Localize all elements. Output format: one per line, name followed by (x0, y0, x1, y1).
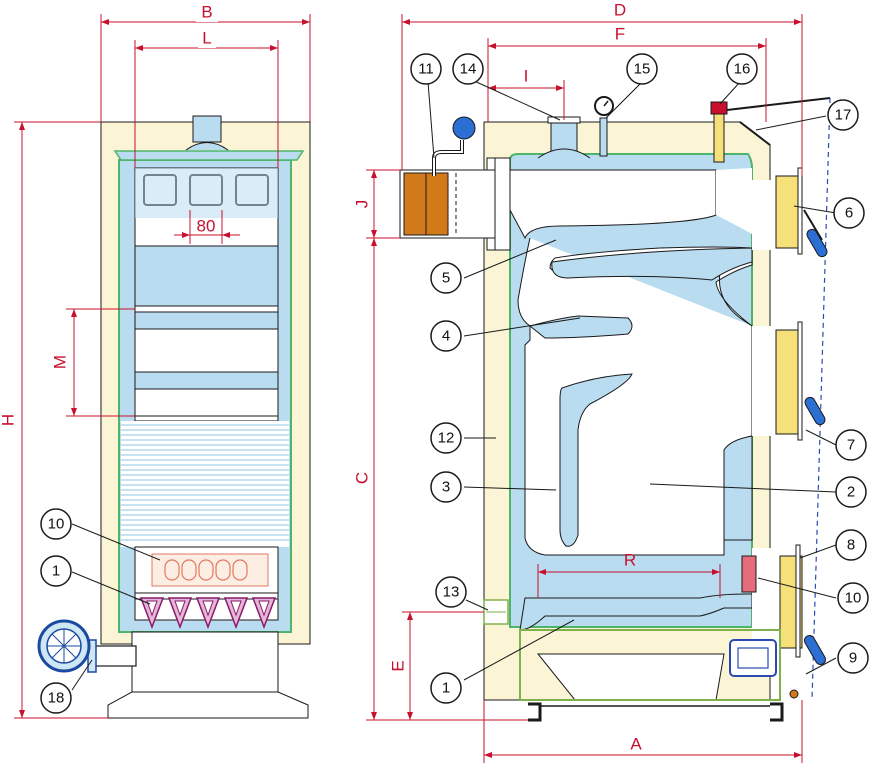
thermostat-sensor (713, 111, 725, 163)
tube-bundle (121, 421, 289, 547)
callout-4: 4 (442, 328, 450, 345)
dim-label-D: D (614, 1, 626, 20)
dim-label-F: F (615, 25, 625, 44)
callout-16: 16 (734, 61, 751, 78)
sensor-bulb (452, 116, 476, 140)
callout-17: 17 (835, 107, 852, 124)
callout-15: 15 (634, 61, 651, 78)
callout-1-front: 1 (52, 563, 60, 580)
callout-10-side: 10 (845, 590, 862, 607)
callout-5: 5 (442, 270, 450, 287)
dim-label-I: I (524, 67, 529, 86)
callout-14: 14 (460, 61, 477, 78)
callout-2: 2 (847, 484, 855, 501)
front-top-nozzle (192, 115, 222, 143)
callout-6: 6 (845, 205, 853, 222)
dim-label-E: E (389, 660, 408, 671)
leader-lines (71, 79, 837, 691)
callout-18: 18 (48, 690, 65, 707)
baffle-3 (559, 373, 633, 547)
heating-element-front (151, 553, 269, 587)
dim-label-H: H (0, 414, 18, 426)
front-view (37, 115, 311, 719)
callout-10-front: 10 (48, 516, 65, 533)
callout-7: 7 (847, 437, 855, 454)
section-view (399, 97, 831, 722)
blower-fan (37, 619, 137, 673)
dim-label-L: L (202, 29, 211, 48)
door-middle (775, 321, 826, 441)
callout-11: 11 (418, 61, 434, 78)
callout-8: 8 (847, 537, 855, 554)
callout-3: 3 (442, 479, 450, 496)
dim-label-80: 80 (197, 217, 216, 236)
grate-channel (519, 593, 753, 631)
front-base (107, 691, 309, 719)
door-lower (741, 544, 826, 666)
dim-label-R: R (624, 551, 636, 570)
callout-1-side: 1 (442, 680, 450, 697)
dim-label-M: M (51, 355, 70, 369)
baffle-5 (551, 247, 753, 281)
callout-9: 9 (849, 650, 857, 667)
dim-label-C: C (353, 472, 372, 484)
door-upper (775, 167, 828, 258)
dim-label-A: A (630, 735, 642, 754)
callout-12: 12 (438, 430, 455, 447)
front-ash-pit (131, 631, 279, 693)
callout-circles (40, 53, 869, 714)
dim-label-J: J (353, 200, 372, 209)
ash-pit (519, 629, 781, 701)
dim-label-B: B (201, 3, 212, 22)
callout-13: 13 (443, 584, 460, 601)
front-top-flange (113, 150, 305, 161)
